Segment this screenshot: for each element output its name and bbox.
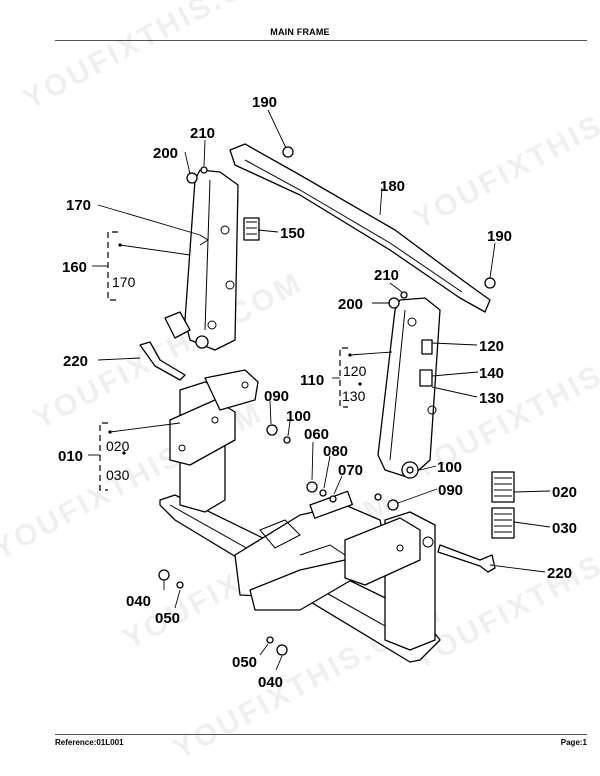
callout-100: 100 [437,459,462,476]
callout-220: 220 [547,565,572,582]
callout-050: 050 [155,610,180,627]
callout-090: 090 [438,482,463,499]
callout-190: 190 [252,94,277,111]
callout-020: 020 [552,484,577,501]
callout-200: 200 [338,296,363,313]
callout-160: 160 [62,259,87,276]
header-rule [55,40,587,41]
callout-200: 200 [153,145,178,162]
callout-220: 220 [63,353,88,370]
plates [243,217,515,539]
callout-030: 030 [552,520,577,537]
callout-070: 070 [338,462,363,479]
callout-080: 080 [323,443,348,460]
right-upper-arm [377,297,441,479]
callout-120: 120 [479,338,504,355]
watermark-text: YOUFIXTHIS.COM [28,266,309,436]
callout-020: 020 [106,438,130,454]
page-title: MAIN FRAME [270,27,330,37]
group-dots [108,243,362,455]
callout-120: 120 [343,363,367,379]
callout-050: 050 [232,654,257,671]
watermark-text: YOUFIXTHIS.COM [408,66,600,236]
callout-150: 150 [280,225,305,242]
left-lower-bracket [169,369,259,513]
fasteners [158,146,496,656]
callout-110: 110 [300,372,324,389]
callout-060: 060 [304,426,329,443]
page-number: Page:1 [560,738,587,747]
callout-190: 190 [487,228,512,245]
callout-170: 170 [112,274,136,290]
callout-040: 040 [258,674,283,691]
callout-040: 040 [126,593,151,610]
left-upper-arm [164,169,239,351]
reference-text: Reference:01L001 [55,738,124,747]
callout-100: 100 [286,408,311,425]
callout-labels: 190 210 200 170 150 180 190 160 170 210 … [58,94,577,691]
rods [139,341,496,573]
callout-170: 170 [66,197,91,214]
callout-210: 210 [190,125,215,142]
center-cross-member [234,490,386,611]
callout-010: 010 [58,448,83,465]
callout-130: 130 [479,390,504,407]
callout-180: 180 [380,178,405,195]
callout-130: 130 [342,388,366,404]
cross-bar [229,143,491,313]
right-lower-bracket [344,511,436,651]
callout-090: 090 [264,388,289,405]
callout-140: 140 [479,365,504,382]
callout-210: 210 [374,267,399,284]
footer-rule [55,734,587,735]
leader-lines [88,109,551,671]
callout-030: 030 [106,467,130,483]
